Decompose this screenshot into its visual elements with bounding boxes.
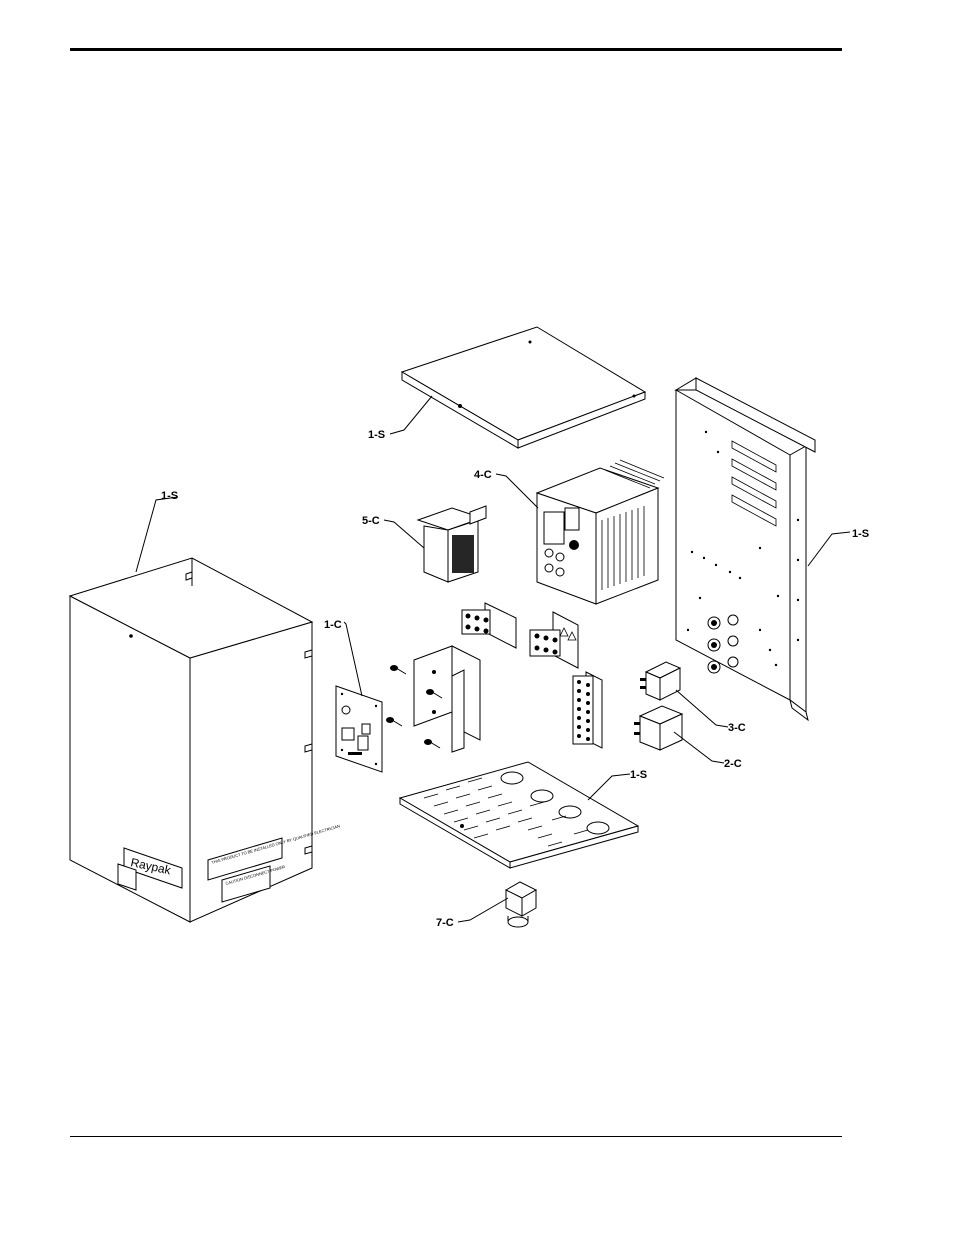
transformer (418, 506, 486, 582)
terminal-strip (573, 672, 602, 748)
callout-control-board: 1-C (324, 619, 342, 631)
terminal-block-middle (530, 612, 578, 668)
strain-relief (506, 882, 536, 927)
vfd-drive (537, 460, 664, 604)
callout-cover-front: 1-S (161, 490, 178, 502)
top-cover-plate (402, 327, 645, 448)
mounting-bracket (414, 646, 480, 752)
relay-3c (640, 662, 680, 700)
callout-strain-relief: 7-C (436, 917, 454, 929)
front-cover: Raypak THIS PRODUCT TO BE INSTALLED ONLY… (70, 558, 341, 922)
callout-relay-2: 2-C (724, 758, 742, 770)
callout-vfd: 4-C (474, 469, 492, 481)
callout-bottom-plate: 1-S (630, 769, 647, 781)
back-panel (676, 378, 815, 720)
bottom-plate (400, 762, 638, 868)
control-board (336, 686, 382, 772)
callout-transformer: 5-C (362, 515, 380, 527)
terminal-block-upper (462, 603, 516, 648)
callout-relay-3: 3-C (728, 722, 746, 734)
relay-2c (634, 706, 682, 750)
callout-back-panel: 1-S (852, 528, 869, 540)
callout-cover-top: 1-S (368, 429, 385, 441)
